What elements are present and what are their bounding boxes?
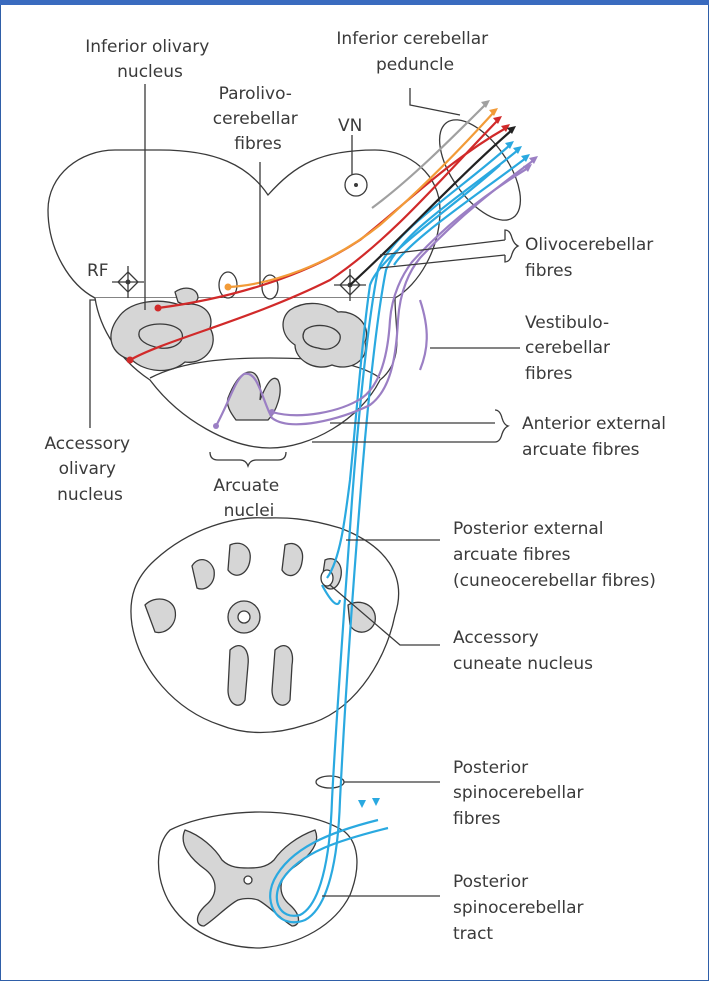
vestibulocerebellar-fibre: [420, 300, 427, 370]
label-vestibulocerebellar-fibres: Vestibulo- cerebellar fibres: [525, 313, 615, 384]
spinal-cord-section: [158, 812, 356, 948]
label-arcuate-nuclei: Arcuate nuclei: [213, 476, 284, 521]
purple-fibre-origin-2: [269, 409, 275, 415]
label-posterior-spinocerebellar-tract: Posterior spinocerebellar tract: [453, 872, 589, 944]
central-canal: [244, 876, 252, 884]
leader-accessory-olivary-nucleus: [90, 300, 95, 428]
caudal-medulla-section: [131, 518, 399, 788]
label-inferior-olivary-nucleus: Inferior olivary nucleus: [85, 37, 215, 82]
label-accessory-cuneate-nucleus: Accessory cuneate nucleus: [453, 628, 593, 674]
vestibular-nucleus-dot: [354, 183, 358, 187]
red-fibre-origin-1: [127, 357, 134, 364]
leader-inferior-cerebellar-peduncle: [410, 88, 460, 115]
label-accessory-olivary-nucleus: Accessory olivary nucleus: [44, 434, 135, 505]
label-inferior-cerebellar-peduncle: Inferior cerebellar peduncle: [336, 29, 493, 75]
fibre-arrow-a: [358, 800, 366, 808]
fibre-arrow-b: [372, 798, 380, 806]
label-parolivocerebellar-fibres: Parolivo- cerebellar fibres: [213, 84, 303, 154]
red-fibre-origin-2: [155, 305, 162, 312]
label-posterior-spinocerebellar-fibres: Posterior spinocerebellar fibres: [453, 758, 589, 829]
label-posterior-external-arcuate-fibres: Posterior external arcuate fibres (cuneo…: [453, 519, 656, 591]
orange-fibre-origin: [225, 284, 232, 291]
label-vn: VN: [338, 116, 362, 136]
label-olivocerebellar-fibres: Olivocerebellar fibres: [525, 235, 659, 281]
leader-arcuate-nuclei: [210, 452, 286, 466]
purple-fibre-origin-1: [213, 423, 219, 429]
label-anterior-external-arcuate-fibres: Anterior external arcuate fibres: [522, 414, 671, 460]
label-rf: RF: [87, 261, 109, 281]
